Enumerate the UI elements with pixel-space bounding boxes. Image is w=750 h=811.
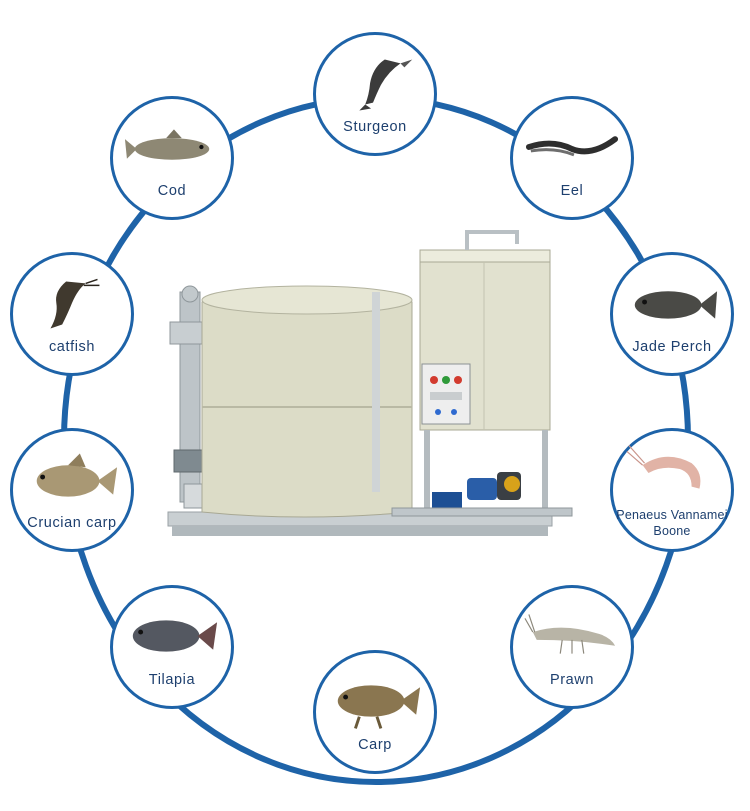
tilapia-icon (132, 620, 218, 652)
catfish-icon (50, 278, 100, 329)
species-node-prawn: Prawn (510, 585, 634, 709)
species-label: Eel (560, 183, 584, 199)
species-node-jade-perch: Jade Perch (610, 252, 734, 376)
jade-perch-icon (634, 291, 718, 319)
crucian-carp-icon (36, 453, 118, 497)
vannamei-shrimp-icon (626, 445, 701, 489)
species-label: Tilapia (148, 672, 196, 688)
species-label: Penaeus Vannamei Boone (616, 508, 728, 538)
prawn-icon (524, 614, 616, 654)
species-node-catfish: catfish (10, 252, 134, 376)
carp-icon (337, 685, 421, 729)
species-node-sturgeon: Sturgeon (313, 32, 437, 156)
species-label: Crucian carp (27, 515, 117, 531)
species-node-vannamei: Penaeus Vannamei Boone (610, 428, 734, 552)
species-label: catfish (48, 339, 96, 355)
cod-icon (124, 129, 210, 160)
species-label: Sturgeon (343, 119, 407, 135)
sturgeon-icon (359, 59, 413, 111)
species-node-eel: Eel (510, 96, 634, 220)
species-label: Carp (358, 737, 392, 753)
species-node-carp: Carp (313, 650, 437, 774)
species-node-cod: Cod (110, 96, 234, 220)
eel-icon (525, 136, 619, 157)
species-label: Cod (157, 183, 187, 199)
species-node-crucian-carp: Crucian carp (10, 428, 134, 552)
aquaculture-system-icon (167, 230, 573, 536)
species-node-tilapia: Tilapia (110, 585, 234, 709)
species-label: Prawn (549, 672, 595, 688)
species-label: Jade Perch (632, 339, 712, 355)
